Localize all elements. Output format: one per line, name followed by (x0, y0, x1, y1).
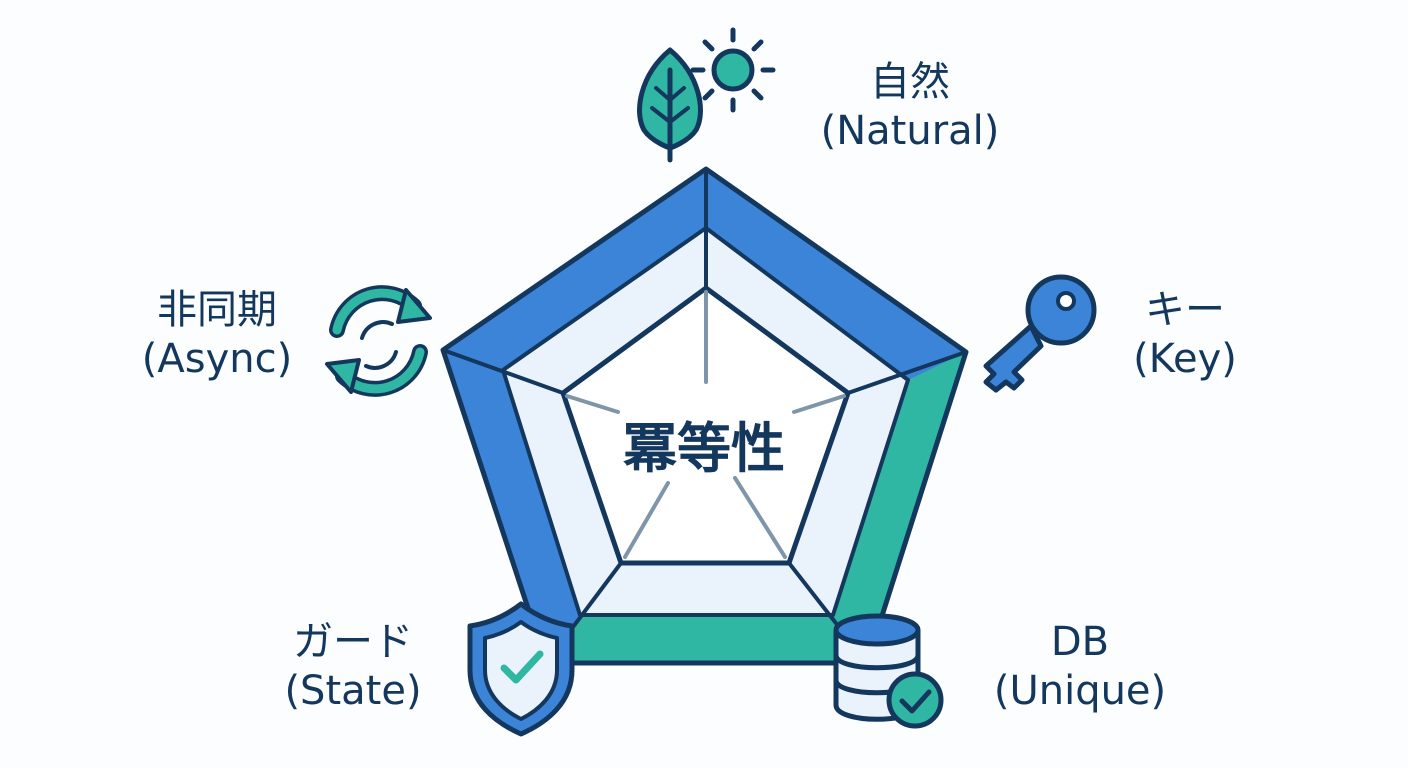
spoke-bottom-left (623, 481, 670, 559)
axis-title-natural: 自然 (870, 59, 950, 105)
sync-arrows-icon (325, 285, 432, 397)
database-check-icon (833, 613, 944, 729)
spoke-right (792, 394, 846, 414)
spoke-left (565, 394, 620, 414)
axis-subtitle-async: (Async) (141, 335, 293, 382)
axis-subtitle-db: (Unique) (993, 667, 1167, 714)
axis-label-async: 非同期 (Async) (112, 286, 322, 384)
pentagon-outer-outline (440, 166, 969, 666)
shield-check-icon (467, 601, 575, 737)
axis-title-db: DB (1050, 619, 1110, 665)
leaf-sun-icon (637, 27, 776, 163)
connector-left (442, 348, 564, 395)
pentagon-inner (560, 285, 851, 566)
spoke-bottom-right (733, 476, 787, 559)
axis-label-natural: 自然 (Natural) (790, 58, 1030, 156)
axis-label-key: キー (Key) (1100, 286, 1270, 384)
axis-subtitle-natural: (Natural) (820, 107, 1000, 154)
axis-subtitle-key: (Key) (1133, 335, 1237, 382)
ring-connectors (442, 169, 967, 665)
axis-title-async: 非同期 (157, 287, 277, 333)
axis-title-guard: ガード (293, 619, 413, 665)
key-icon (983, 274, 1097, 393)
pentagon-outer-band-teal (546, 352, 966, 663)
axis-subtitle-guard: (State) (284, 667, 422, 714)
center-label: 冪等性 (623, 417, 785, 480)
inner-spokes (565, 290, 846, 559)
connector-right (847, 350, 967, 395)
axis-title-key: キー (1145, 287, 1225, 333)
axis-label-guard: ガード (State) (248, 618, 458, 716)
axis-label-db: DB (Unique) (960, 618, 1200, 716)
